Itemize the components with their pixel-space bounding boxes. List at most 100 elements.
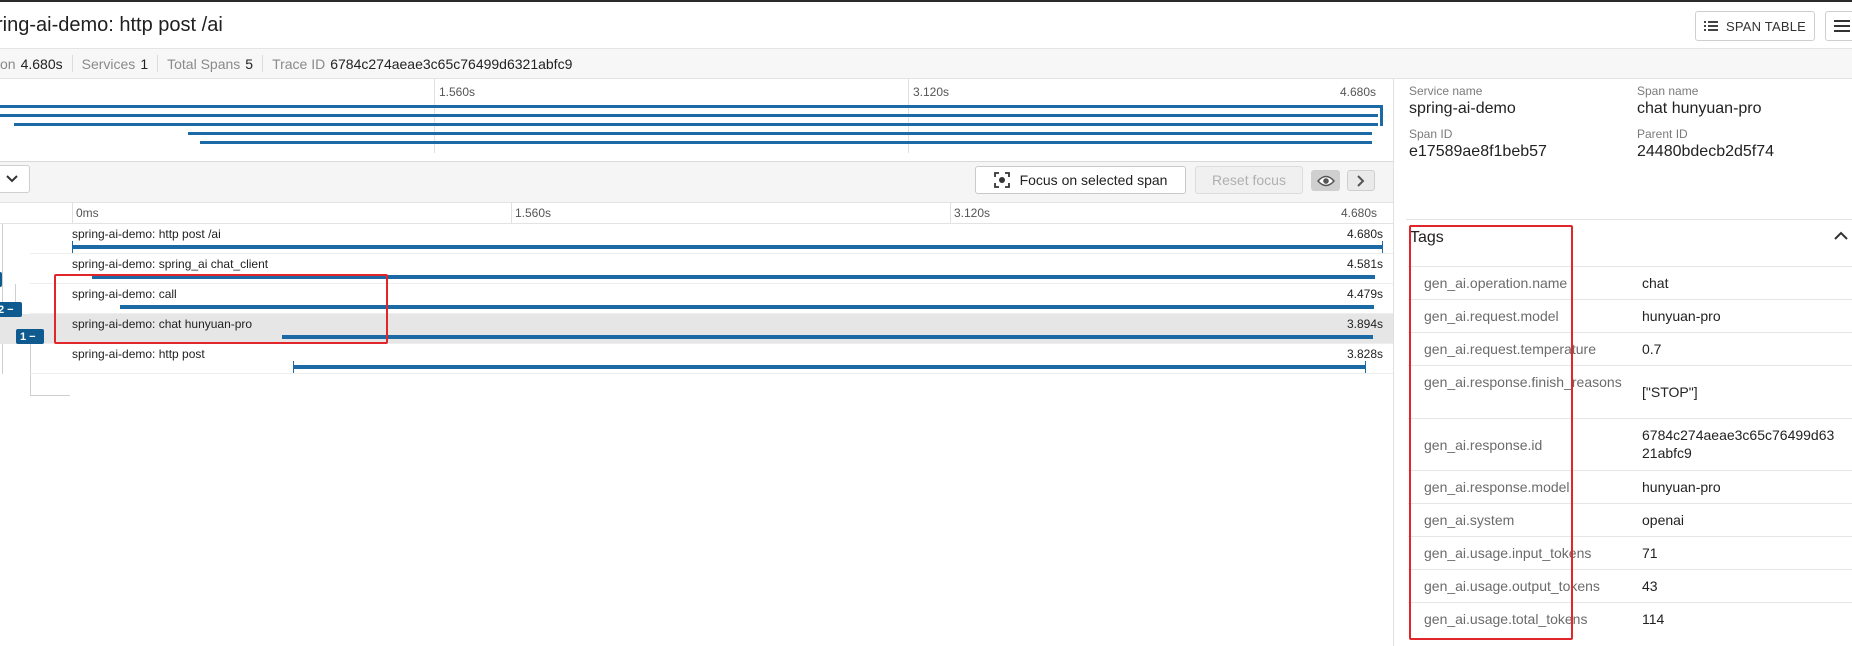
window-top-border xyxy=(0,0,1852,2)
chevron-up-icon[interactable] xyxy=(1834,231,1848,240)
span-detail-panel: Service name spring-ai-demo Span name ch… xyxy=(1394,79,1852,646)
collapse-badge[interactable]: 2 − xyxy=(0,302,22,317)
span-name: spring-ai-demo: http post xyxy=(72,347,205,361)
row-divider xyxy=(30,313,1393,314)
span-table-label: SPAN TABLE xyxy=(1725,18,1807,34)
stat-total-spans: Total Spans 5 xyxy=(158,55,264,72)
bar-cap xyxy=(72,241,73,253)
trace-minimap[interactable]: 1.560s 3.120s 4.680s xyxy=(0,79,1393,162)
focus-selected-span-button[interactable]: Focus on selected span xyxy=(975,166,1186,194)
tag-key: gen_ai.request.model xyxy=(1424,308,1559,324)
span-duration: 4.479s xyxy=(1346,287,1383,301)
span-duration: 3.828s xyxy=(1346,347,1383,361)
span-row[interactable]: spring-ai-demo: http post 3.828s xyxy=(0,344,1393,374)
span-name: spring-ai-demo: spring_ai chat_client xyxy=(72,257,269,271)
bar-cap xyxy=(1364,361,1366,373)
stat-label: Services xyxy=(81,55,136,72)
span-row-selected[interactable]: spring-ai-demo: chat hunyuan-pro 3.894s xyxy=(0,314,1393,344)
tag-key: gen_ai.usage.input_tokens xyxy=(1424,545,1592,561)
tag-value: 0.7 xyxy=(1642,341,1662,357)
row-divider xyxy=(30,253,1393,254)
ruler-gridline xyxy=(72,203,73,223)
span-duration: 3.894s xyxy=(1346,317,1383,331)
tag-row: gen_ai.response.id 6784c274aeae3c65c7649… xyxy=(1408,418,1852,471)
tag-key: gen_ai.system xyxy=(1424,512,1515,528)
span-name: spring-ai-demo: http post /ai xyxy=(72,227,221,241)
menu-button[interactable] xyxy=(1825,11,1852,41)
ruler-tick-label: 4.680s xyxy=(1341,206,1378,220)
parent-id-value: 24480bdecb2d5f74 xyxy=(1637,143,1775,160)
chevron-right-icon xyxy=(1357,174,1365,187)
tag-row: gen_ai.system openai xyxy=(1408,503,1852,537)
stat-trace-id: Trace ID 6784c274aeae3c65c76499d6321abfc… xyxy=(263,55,581,72)
tags-divider xyxy=(1406,219,1852,220)
tree-guide-line xyxy=(30,395,70,396)
trace-header: ring-ai-demo: http post /ai SPAN TABLE xyxy=(0,2,1852,49)
service-name-label: Service name xyxy=(1409,84,1483,98)
minimap-span-bar xyxy=(14,123,1378,126)
tag-key: gen_ai.response.model xyxy=(1424,479,1570,495)
ruler-tick-label: 1.560s xyxy=(515,206,552,220)
ruler-tick-label: 0ms xyxy=(76,206,99,220)
timeline-panel: 1.560s 3.120s 4.680s Focus on selected s… xyxy=(0,79,1394,646)
service-name-value: spring-ai-demo xyxy=(1409,100,1516,117)
tree-guide-line xyxy=(2,224,3,374)
tags-title[interactable]: Tags xyxy=(1410,229,1444,246)
span-name-value: chat hunyuan-pro xyxy=(1637,100,1762,117)
focus-icon xyxy=(993,172,1010,188)
span-duration: 4.581s xyxy=(1346,257,1383,271)
tag-value: hunyuan-pro xyxy=(1642,479,1721,495)
tag-row: gen_ai.response.model hunyuan-pro xyxy=(1408,470,1852,504)
ruler-gridline xyxy=(511,203,512,223)
tag-row: gen_ai.request.model hunyuan-pro xyxy=(1408,299,1852,333)
span-id-value: e17589ae8f1beb57 xyxy=(1409,143,1547,160)
tag-key: gen_ai.usage.output_tokens xyxy=(1424,578,1600,594)
tree-guide-line xyxy=(30,339,31,395)
tag-value: 43 xyxy=(1642,578,1658,594)
minimap-cursor-handle[interactable] xyxy=(1380,106,1383,126)
tag-row: gen_ai.usage.total_tokens 114 xyxy=(1408,602,1852,636)
expand-dropdown-button[interactable] xyxy=(0,165,30,193)
eye-icon xyxy=(1316,175,1335,186)
span-table-button[interactable]: SPAN TABLE xyxy=(1695,11,1815,41)
tag-key: gen_ai.operation.name xyxy=(1424,275,1568,291)
stat-duration: tion 4.680s xyxy=(0,55,73,72)
tag-value: 71 xyxy=(1642,545,1658,561)
span-id-label: Span ID xyxy=(1409,127,1453,141)
minimap-span-bar xyxy=(0,114,1378,117)
bar-cap xyxy=(1382,241,1383,253)
tag-row: gen_ai.operation.name chat xyxy=(1408,266,1852,300)
collapse-badge[interactable] xyxy=(0,272,2,287)
toggle-visibility-button[interactable] xyxy=(1311,170,1340,191)
highlight-box xyxy=(1409,225,1573,640)
stat-label: Trace ID xyxy=(272,55,326,72)
ruler-tick-label: 3.120s xyxy=(954,206,991,220)
chevron-down-icon xyxy=(6,175,18,183)
focus-label: Focus on selected span xyxy=(1019,172,1168,188)
span-bar xyxy=(293,361,1366,373)
stat-label: tion xyxy=(0,55,16,72)
tag-key: gen_ai.response.id xyxy=(1424,437,1543,453)
span-row[interactable]: spring-ai-demo: call 4.479s xyxy=(0,284,1393,314)
row-divider xyxy=(30,343,1393,344)
tag-value: 6784c274aeae3c65c76499d6321abfc9 xyxy=(1642,427,1835,461)
ruler-gridline xyxy=(950,203,951,223)
tag-value: openai xyxy=(1642,512,1685,528)
tag-key: gen_ai.usage.total_tokens xyxy=(1424,611,1588,627)
tag-value: ["STOP"] xyxy=(1642,384,1698,400)
stat-label: Total Spans xyxy=(167,55,241,72)
tag-row: gen_ai.request.temperature 0.7 xyxy=(1408,332,1852,366)
collapse-badge[interactable]: 1 − xyxy=(16,329,44,344)
tag-row: gen_ai.usage.input_tokens 71 xyxy=(1408,536,1852,570)
span-row[interactable]: spring-ai-demo: http post /ai 4.680s xyxy=(0,224,1393,254)
hamburger-icon xyxy=(1834,20,1850,32)
span-name-label: Span name xyxy=(1637,84,1699,98)
stat-value: 6784c274aeae3c65c76499d6321abfc9 xyxy=(330,55,573,72)
tag-value: hunyuan-pro xyxy=(1642,308,1721,324)
tag-row: gen_ai.usage.output_tokens 43 xyxy=(1408,569,1852,603)
span-name: spring-ai-demo: chat hunyuan-pro xyxy=(72,317,253,331)
tag-key: gen_ai.request.temperature xyxy=(1424,341,1596,357)
next-span-button[interactable] xyxy=(1347,170,1375,191)
reset-focus-button[interactable]: Reset focus xyxy=(1195,166,1303,194)
span-row[interactable]: spring-ai-demo: spring_ai chat_client 4.… xyxy=(0,254,1393,284)
